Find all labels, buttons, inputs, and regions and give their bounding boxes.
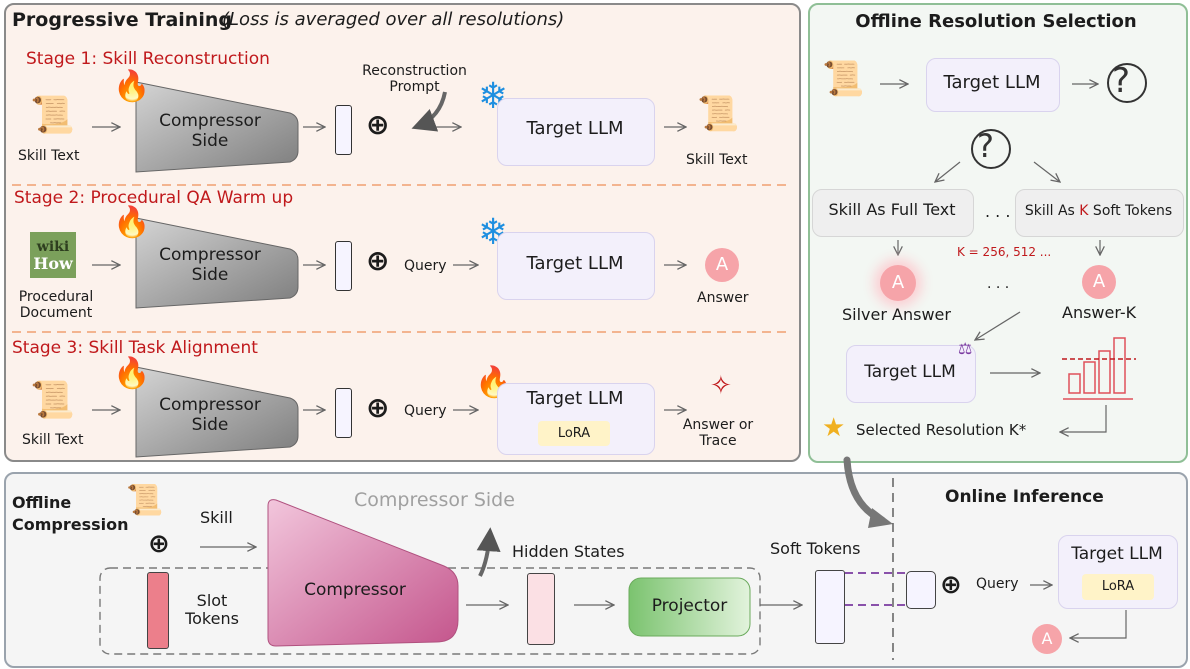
slot-token-bar bbox=[147, 572, 169, 649]
selection-llm-label: Target LLM bbox=[943, 72, 1041, 93]
stage2-query-label: Query bbox=[404, 258, 447, 274]
stage3-llm-label: Target LLM bbox=[526, 388, 624, 409]
soft-tokens-box bbox=[1015, 189, 1184, 237]
wikihow-logo-bottom: How bbox=[33, 254, 73, 273]
full-text-label: Skill As Full Text bbox=[828, 200, 956, 219]
gavel-icon: ⚖ bbox=[958, 339, 973, 358]
stage2-llm-label: Target LLM bbox=[526, 253, 624, 274]
slot-tokens-label: Slot Tokens bbox=[185, 591, 239, 629]
stage1-title: Stage 1: Skill Reconstruction bbox=[26, 49, 270, 69]
compressor-pink-shape bbox=[267, 499, 459, 647]
compression-title-line2: Compression bbox=[12, 515, 129, 534]
lora-badge: LoRA bbox=[538, 421, 610, 446]
selected-resolution-label: Selected Resolution K* bbox=[856, 421, 1027, 439]
scroll-icon: 📜 bbox=[126, 483, 164, 518]
wikihow-logo: wiki How bbox=[30, 232, 76, 278]
answer-k-label: Answer-K bbox=[1062, 303, 1137, 322]
ellipsis: . . . bbox=[987, 276, 1010, 292]
scroll-icon: 📜 bbox=[822, 59, 865, 99]
compressor-label: Compressor bbox=[304, 580, 406, 600]
skill-label: Skill bbox=[200, 508, 233, 527]
bar-chart-icon bbox=[1062, 337, 1136, 400]
stage3-token bbox=[335, 388, 352, 438]
online-soft-token bbox=[906, 571, 936, 609]
scroll-icon: 📜 bbox=[697, 94, 740, 134]
selection-llm-box bbox=[926, 58, 1060, 112]
scroll-icon: 📜 bbox=[30, 380, 75, 421]
selection-title: Offline Resolution Selection bbox=[855, 11, 1137, 32]
k-values-label: K = 256, 512 ... bbox=[957, 245, 1052, 259]
stage1-compressor-label: Compressor Side bbox=[159, 111, 261, 151]
compressor-side-label: Compressor Side bbox=[354, 489, 515, 511]
stage2-output-label: Answer bbox=[697, 290, 749, 306]
online-query-label: Query bbox=[976, 576, 1019, 592]
stage3-input-label: Skill Text bbox=[22, 432, 84, 448]
plus-icon: ⊕ bbox=[148, 529, 170, 559]
stage3-title: Stage 3: Skill Task Alignment bbox=[12, 338, 258, 358]
plus-icon: ⊕ bbox=[366, 108, 390, 141]
answer-k-icon: A bbox=[1082, 265, 1116, 299]
online-title: Online Inference bbox=[945, 487, 1104, 507]
soft-tokens-label: Skill As K Soft Tokens bbox=[1015, 203, 1182, 219]
compressor-shape-3 bbox=[135, 366, 299, 458]
soft-tokens-k: K bbox=[1079, 203, 1089, 219]
question-circle bbox=[971, 129, 1011, 169]
plus-icon: ⊕ bbox=[366, 391, 390, 424]
fire-icon: 🔥 bbox=[113, 205, 151, 240]
reconstruction-prompt-label: Reconstruction Prompt bbox=[362, 63, 467, 96]
compressor-shape-1 bbox=[135, 81, 299, 173]
wikihow-logo-top: wiki bbox=[36, 239, 70, 255]
soft-token-bar bbox=[815, 570, 845, 644]
judge-llm-box bbox=[846, 345, 976, 403]
stage2-title: Stage 2: Procedural QA Warm up bbox=[14, 188, 294, 208]
star-icon: ★ bbox=[822, 413, 846, 443]
progressive-subtitle: (Loss is averaged over all resolutions) bbox=[222, 9, 565, 30]
judge-llm-label: Target LLM bbox=[864, 362, 956, 382]
answer-icon: A bbox=[705, 248, 739, 282]
stage2-compressor-label: Compressor Side bbox=[159, 245, 261, 285]
stage1-input-label: Skill Text bbox=[18, 148, 80, 164]
stage3-output-label: Answer or Trace bbox=[682, 417, 754, 450]
hidden-states-label: Hidden States bbox=[512, 542, 625, 561]
soft-tokens-prefix: Skill As bbox=[1024, 203, 1080, 219]
online-answer-icon: A bbox=[1032, 624, 1062, 654]
fire-icon: 🔥 bbox=[113, 69, 151, 104]
plus-icon: ⊕ bbox=[940, 570, 962, 600]
fire-icon: 🔥 bbox=[113, 356, 151, 391]
stage1-llm-label: Target LLM bbox=[526, 118, 624, 139]
stage3-query-label: Query bbox=[404, 403, 447, 419]
projector-shape bbox=[628, 577, 751, 637]
stage2-input-label: Procedural Document bbox=[18, 289, 94, 322]
question-circle bbox=[1107, 63, 1147, 103]
compression-title-line1: Offline bbox=[12, 493, 72, 512]
ellipsis: . . . bbox=[985, 202, 1011, 221]
soft-tokens-suffix: Soft Tokens bbox=[1088, 203, 1173, 219]
stage1-llm-box bbox=[497, 98, 655, 166]
progressive-title: Progressive Training bbox=[12, 9, 232, 31]
offline-compression-panel bbox=[4, 472, 1188, 668]
online-llm-label: Target LLM bbox=[1071, 544, 1163, 564]
hidden-state-bar bbox=[527, 573, 555, 645]
stage1-token bbox=[335, 105, 352, 155]
silver-answer-label: Silver Answer bbox=[842, 305, 951, 324]
trace-icon: ✧ bbox=[710, 371, 732, 401]
stage2-llm-box bbox=[497, 232, 655, 300]
projector-label: Projector bbox=[651, 596, 728, 616]
full-text-box bbox=[812, 189, 974, 237]
scroll-icon: 📜 bbox=[30, 95, 75, 136]
soft-tokens-title: Soft Tokens bbox=[770, 539, 861, 558]
stage3-compressor-label: Compressor Side bbox=[159, 395, 261, 435]
plus-icon: ⊕ bbox=[366, 244, 390, 277]
stage2-token bbox=[335, 241, 352, 291]
compressor-shape-2 bbox=[135, 217, 299, 309]
online-lora-badge: LoRA bbox=[1082, 574, 1154, 600]
silver-answer-icon: A bbox=[880, 265, 916, 301]
stage1-output-label: Skill Text bbox=[686, 152, 748, 168]
